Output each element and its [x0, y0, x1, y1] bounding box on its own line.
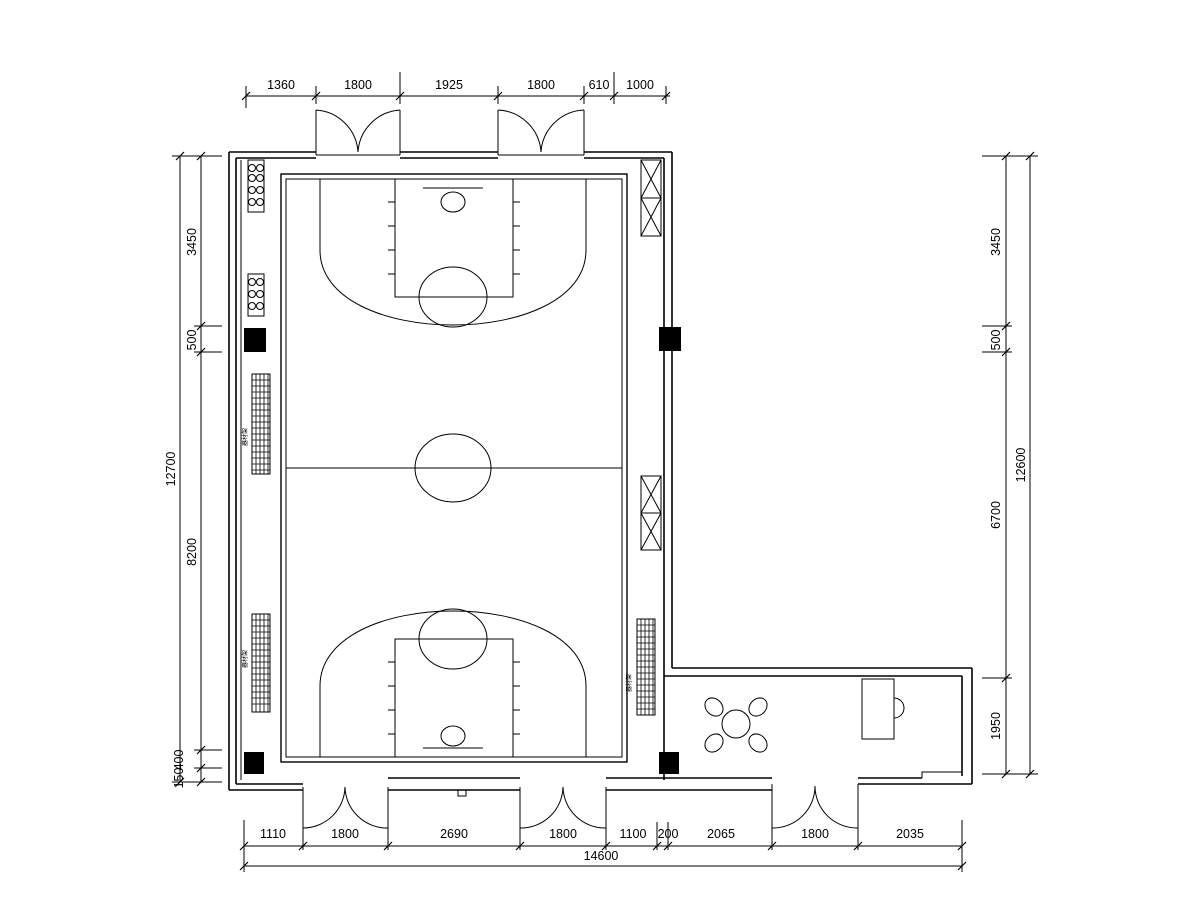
structural-columns	[244, 327, 681, 774]
equipment-rack-right: 器材架	[625, 618, 656, 716]
desk-with-chair	[861, 678, 905, 740]
dim-top-2: 1800	[344, 78, 372, 92]
round-table-with-chairs	[704, 697, 768, 753]
equipment-rack-left-upper: 器材架	[241, 373, 271, 475]
outer-walls	[228, 151, 973, 797]
dim-bottom-7: 2065	[707, 827, 735, 841]
doors	[302, 109, 859, 829]
dimension-labels: 1360 1800 1925 1800 610 1000 1110 1800 2…	[164, 78, 1028, 863]
dim-left-5: 150	[172, 768, 186, 789]
cabinet-right-middle	[640, 475, 662, 551]
dim-right-total: 12600	[1014, 448, 1028, 483]
dim-bottom-6: 200	[658, 827, 679, 841]
dim-bottom-2: 1800	[331, 827, 359, 841]
dim-right-2: 500	[989, 330, 1003, 351]
left-rack-lower-label: 器材架	[241, 650, 249, 668]
cabinet-right-upper	[640, 159, 662, 237]
dim-right-4: 1950	[989, 712, 1003, 740]
left-rack-upper-label: 器材架	[241, 428, 249, 446]
equipment: 器材架 器材架 器材架	[241, 159, 905, 753]
dim-right-3: 6700	[989, 501, 1003, 529]
dim-bottom-total: 14600	[584, 849, 619, 863]
top-key-ticks	[388, 201, 520, 275]
equipment-rack-left-lower: 器材架	[241, 613, 271, 713]
right-rack-label: 器材架	[625, 674, 633, 692]
dim-left-4: 400	[172, 750, 186, 771]
dim-bottom-8: 1800	[801, 827, 829, 841]
dim-bottom-1: 1110	[260, 827, 286, 841]
dim-left-2: 500	[185, 330, 199, 351]
dim-right-1: 3450	[989, 228, 1003, 256]
dim-top-6: 1000	[626, 78, 654, 92]
dimension-lines	[172, 72, 1038, 872]
dim-top-1: 1360	[267, 78, 295, 92]
dim-bottom-9: 2035	[896, 827, 924, 841]
dim-left-3: 8200	[185, 538, 199, 566]
dim-bottom-4: 1800	[549, 827, 577, 841]
bottom-key-ticks	[388, 661, 520, 735]
dim-left-total: 12700	[164, 452, 178, 487]
dim-top-3: 1925	[435, 78, 463, 92]
ball-rack-top-left	[247, 159, 265, 213]
dim-top-5: 610	[589, 78, 610, 92]
dim-left-1: 3450	[185, 228, 199, 256]
ball-rack-mid-left	[247, 273, 265, 317]
basketball-court	[280, 173, 628, 763]
dim-bottom-5: 1100	[620, 827, 647, 841]
dim-top-4: 1800	[527, 78, 555, 92]
dim-bottom-3: 2690	[440, 827, 468, 841]
